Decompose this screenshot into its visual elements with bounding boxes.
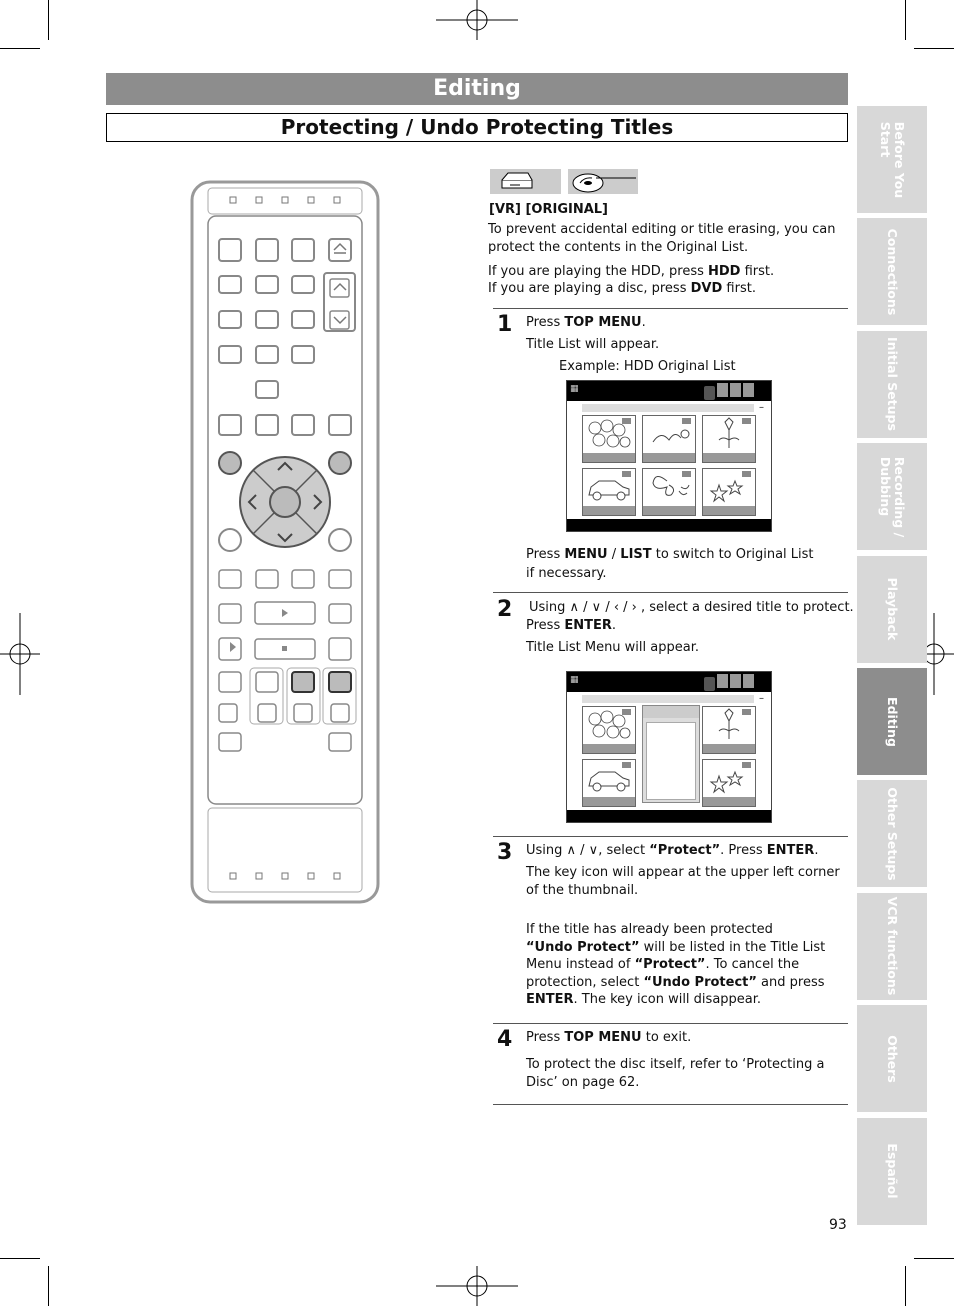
step-instruction: Using ∧ / ∨, select “Protect”. Press ENT… (526, 843, 819, 858)
side-tab-label: Connections (885, 228, 900, 316)
side-tab-label: Initial Setups (885, 337, 900, 432)
divider (493, 836, 848, 837)
thumbnail-car (582, 759, 636, 807)
divider (493, 308, 848, 309)
step-result: Title List will appear. (526, 337, 660, 352)
side-tab[interactable]: Editing (857, 668, 927, 775)
crop-mark (905, 1266, 906, 1306)
side-tab[interactable]: Recording / Dubbing (857, 443, 927, 551)
step-instruction: Press TOP MENU. (526, 315, 646, 330)
step-note: Press MENU / LIST to switch to Original … (526, 547, 814, 562)
step-number: 1 (497, 312, 513, 337)
step-result: The key icon will appear at the upper le… (526, 865, 840, 898)
side-tab-label: Editing (885, 696, 900, 747)
step-number: 2 (497, 597, 513, 622)
registration-mark-top (436, 0, 518, 40)
thumbnail-car (582, 468, 636, 516)
page-title: Protecting / Undo Protecting Titles (106, 113, 848, 142)
side-tab[interactable]: Español (857, 1117, 927, 1225)
registration-mark-left (0, 613, 40, 695)
step-instruction: Using ∧ / ∨ / ‹ / › , select a desired t… (529, 600, 854, 615)
page-number: 93 (829, 1217, 847, 1233)
intro-dvd-note: If you are playing a disc, press DVD fir… (488, 281, 756, 296)
title-list-menu-screen: ▦ – (566, 671, 772, 823)
mode-label: [VR] [ORIGINAL] (489, 202, 608, 217)
crop-mark (914, 48, 954, 49)
step-instruction-cont: Press ENTER. (526, 618, 617, 633)
thumbnail-tulip (702, 706, 756, 754)
crop-mark (0, 48, 40, 49)
step-number: 3 (497, 840, 513, 865)
registration-mark-bottom (436, 1266, 518, 1306)
step-result: Title List Menu will appear. (526, 640, 699, 655)
side-tab-label: Others (885, 1034, 900, 1083)
side-tab[interactable]: Other Setups (857, 780, 927, 888)
dvd-disc-icon (568, 169, 638, 194)
intro-hdd-note: If you are playing the HDD, press HDD fi… (488, 264, 775, 279)
crop-mark (48, 1266, 49, 1306)
side-tab[interactable]: Playback (857, 555, 927, 663)
divider (493, 592, 848, 593)
title-list-menu-popup (642, 705, 700, 803)
section-title: Editing (106, 73, 848, 105)
crop-mark (48, 0, 49, 40)
side-tab[interactable]: Others (857, 1005, 927, 1113)
crop-mark (905, 0, 906, 40)
step-note: To protect the disc itself, refer to ‘Pr… (526, 1057, 825, 1090)
thumbnail-stars (702, 759, 756, 807)
example-caption: Example: HDD Original List (559, 359, 736, 374)
intro-paragraph: To prevent accidental editing or title e… (488, 222, 836, 255)
side-tab[interactable]: Connections (857, 218, 927, 326)
hdd-icon (490, 169, 561, 194)
crop-mark (914, 1258, 954, 1259)
step-instruction: Press TOP MENU to exit. (526, 1030, 692, 1045)
thumbnail-stars (702, 468, 756, 516)
side-tab[interactable]: Initial Setups (857, 330, 927, 438)
step-note-cont: if necessary. (526, 566, 607, 581)
thumbnail-tulip (702, 415, 756, 463)
title-list-screen: ▦ – (566, 380, 772, 532)
thumbnail-flowers (582, 706, 636, 754)
side-tab[interactable]: VCR functions (857, 892, 927, 1000)
side-tab-label: Español (885, 1143, 900, 1199)
thumbnail-caterpillar (642, 415, 696, 463)
side-tab-label: Other Setups (885, 787, 900, 881)
side-tab-label: VCR functions (885, 896, 900, 996)
undo-protect-note: If the title has already been protected … (526, 922, 826, 1007)
side-tab[interactable]: Before You Start (857, 106, 927, 213)
divider (493, 1023, 848, 1024)
thumbnail-butterfly (642, 468, 696, 516)
side-tab-label: Playback (885, 577, 900, 641)
divider (493, 1104, 848, 1105)
side-tab-label: Before You Start (878, 121, 907, 198)
side-tab-label: Recording / Dubbing (878, 456, 907, 537)
crop-mark (0, 1258, 40, 1259)
thumbnail-flowers (582, 415, 636, 463)
step-number: 4 (497, 1027, 513, 1052)
remote-control-illustration (190, 180, 380, 904)
